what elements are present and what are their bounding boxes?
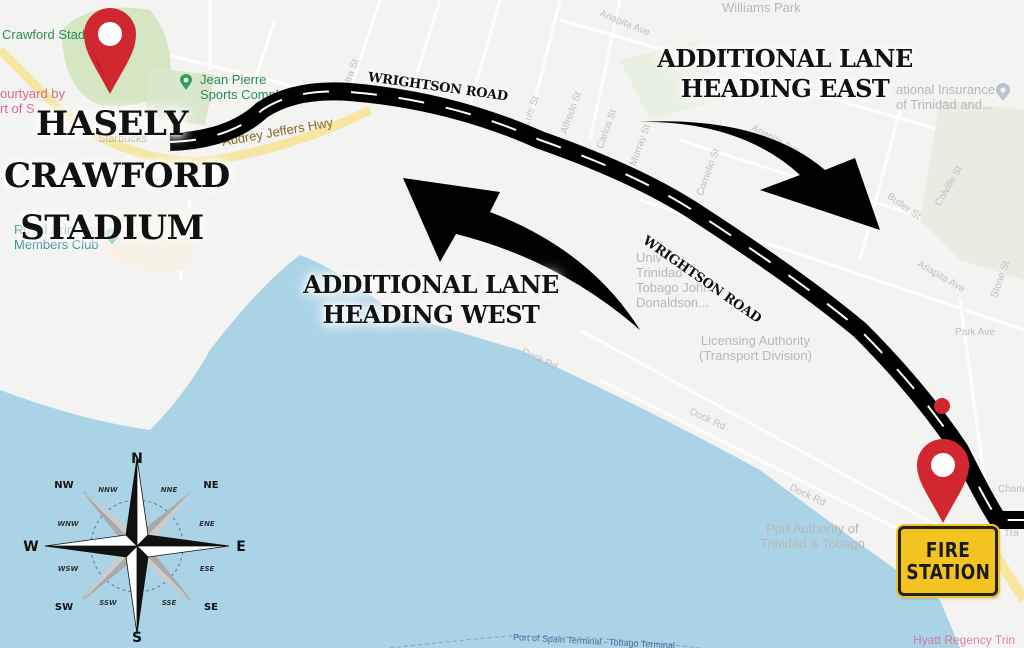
licensing-line-1: Licensing Authority (700, 333, 811, 348)
west-lane-arrow (403, 178, 640, 330)
stadium-map-label[interactable]: Crawford Stad (2, 27, 86, 42)
compass-nw: NW (54, 480, 73, 491)
east-lane-line-1: ADDITIONAL LANE (657, 44, 913, 73)
club-grounds (100, 210, 195, 272)
east-lane-line-2: HEADING EAST (680, 74, 890, 103)
fire-station-sign-line-1: FIRE (925, 538, 971, 562)
fire-station-map-pin-icon[interactable] (915, 437, 971, 523)
royal-princess-label[interactable]: Royal Princess Members Club (14, 222, 101, 252)
compass-cardinal-points (44, 457, 230, 635)
audrey-jeffers-hwy (0, 46, 373, 167)
compass-sse: SSE (162, 599, 177, 607)
stadium-map-pin-icon[interactable] (82, 6, 138, 94)
sports-complex-park (145, 68, 215, 125)
compass-nnw: NNW (98, 486, 118, 494)
courtyard-line-2: rt of S (0, 101, 35, 116)
block-area (920, 100, 1024, 280)
insurance-line-2: of Trinidad and... (896, 97, 993, 112)
compass-e: E (236, 539, 246, 555)
small-red-marker-icon (934, 398, 950, 414)
compass-ese: ESE (200, 565, 215, 573)
williams-park-label[interactable]: Williams Park (722, 0, 801, 15)
hyatt-label[interactable]: Hyatt Regency Trin (913, 633, 1016, 647)
compass-ssw: SSW (99, 599, 117, 607)
street-tragarete: Tra (1004, 528, 1019, 539)
compass-nne: NNE (161, 486, 178, 494)
stadium-title-line-1: HASELY (36, 104, 188, 144)
west-lane-line-2: HEADING WEST (322, 300, 540, 329)
university-line-3: Tobago John (636, 280, 711, 295)
compass-s: S (132, 630, 142, 646)
licensing-line-2: (Transport Division) (699, 348, 812, 363)
street-charles: Charles (998, 484, 1024, 495)
ferry-route (389, 635, 701, 648)
royal-princess-line-2: Members Club (14, 237, 99, 252)
compass-n: N (131, 451, 143, 467)
compass-sw: SW (55, 602, 73, 613)
compass-ne: NE (203, 480, 218, 491)
jean-pierre-line-1: Jean Pierre (200, 72, 267, 87)
compass-w: W (23, 539, 38, 555)
east-lane-label: ADDITIONAL LANE HEADING EAST (640, 44, 930, 104)
insurance-label[interactable]: ational Insurance of Trinidad and... (896, 82, 995, 112)
compass-wnw: WNW (57, 520, 79, 528)
insurance-line-1: ational Insurance (896, 82, 996, 97)
compass-wsw: WSW (58, 565, 79, 573)
port-authority-label[interactable]: Port Authority of Trinidad & Tobago (760, 521, 865, 551)
university-line-4: Donaldson... (636, 295, 709, 310)
poi-pin-icon (180, 74, 192, 90)
stadium-title: HASELY CRAWFORD STADIUM (4, 98, 230, 254)
courtyard-label[interactable]: ourtyard by rt of S (0, 86, 65, 116)
water (0, 255, 960, 648)
fire-station-sign-line-2: STATION (906, 560, 990, 584)
east-lane-arrow (636, 121, 880, 230)
university-label[interactable]: Univ Trinidad Tobago John Donaldson... (636, 250, 710, 310)
compass-intercardinal-points (80, 489, 194, 603)
compass-rose-icon: N S E W NE NW SE SW NNE NNW ENE WNW ESE … (23, 451, 246, 646)
west-lane-label: ADDITIONAL LANE HEADING WEST (286, 270, 576, 330)
west-lane-line-1: ADDITIONAL LANE (303, 270, 559, 299)
port-authority-line-2: Trinidad & Tobago (760, 536, 865, 551)
fire-station-sign[interactable]: FIRE STATION (898, 526, 998, 596)
compass-se: SE (204, 602, 218, 613)
university-line-1: Univ (636, 250, 663, 265)
jean-pierre-label[interactable]: Jean Pierre Sports Compl (200, 72, 279, 102)
stadium-title-line-2: CRAWFORD (4, 156, 230, 196)
insurance-pin-icon (996, 83, 1010, 101)
street-park-ave: Park Ave (955, 327, 995, 338)
jean-pierre-line-2: Sports Compl (200, 87, 279, 102)
club-icon (105, 228, 119, 244)
royal-princess-line-1: Royal Princess (14, 222, 101, 237)
university-line-2: Trinidad (636, 265, 683, 280)
williams-park-area (620, 40, 720, 120)
starbucks-label[interactable]: Starbucks (98, 133, 147, 145)
wrightson-road-centerline (169, 90, 1024, 521)
licensing-authority-label[interactable]: Licensing Authority (Transport Division) (699, 333, 812, 363)
courtyard-line-1: ourtyard by (0, 86, 66, 101)
compass-ene: ENE (199, 520, 215, 528)
stadium-title-line-3: STADIUM (20, 208, 204, 248)
port-authority-line-1: Port Authority of (766, 521, 859, 536)
